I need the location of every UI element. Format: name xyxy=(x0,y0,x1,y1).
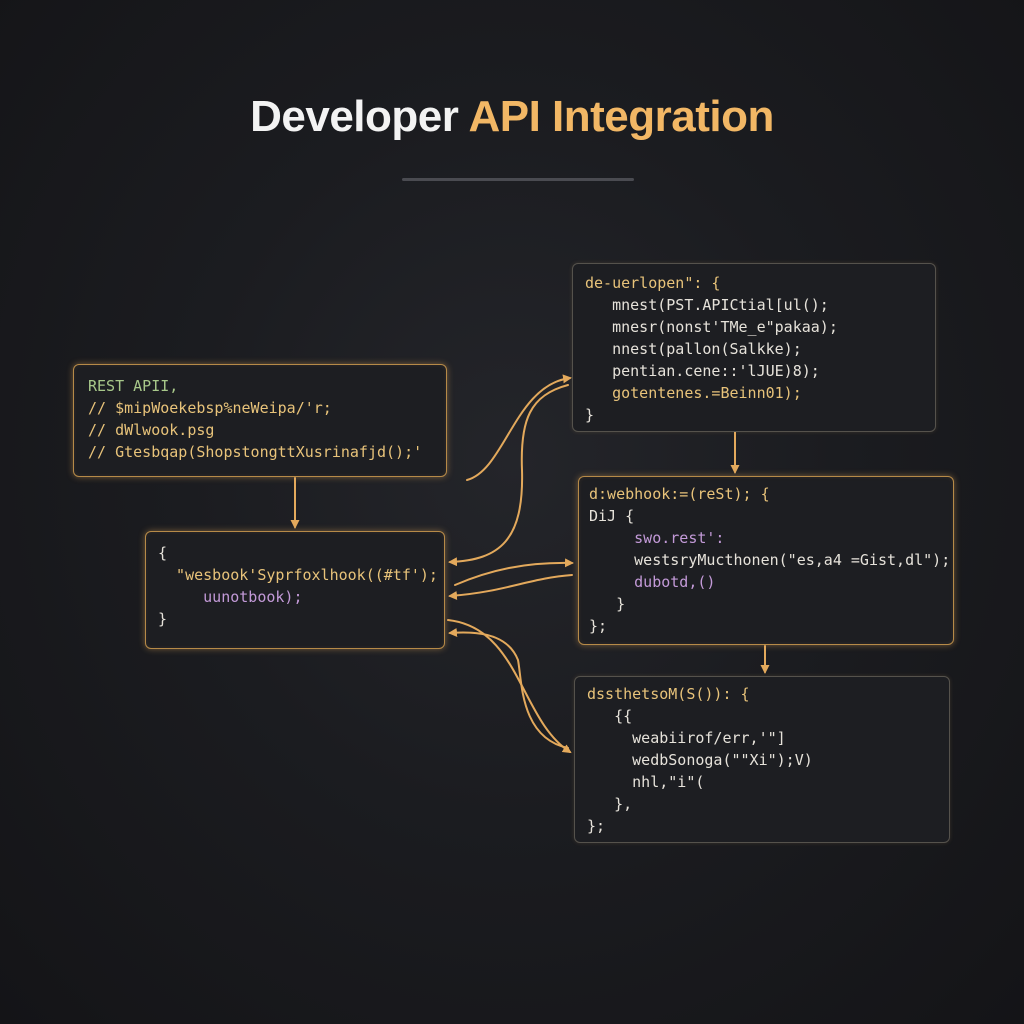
arrow-webhook-to-handler xyxy=(454,558,574,586)
code-line: mnesr(nonst'TMe_e"pakaa); xyxy=(585,318,838,336)
code-line: gotentenes.=Beinn01); xyxy=(585,384,802,402)
code-line: REST APII, xyxy=(88,377,179,395)
title-divider xyxy=(402,178,634,181)
code-line: de-uerlopen": { xyxy=(585,274,721,292)
code-box-developer: de-uerlopen": { mnest(PST.APICtial[ul();… xyxy=(572,263,936,432)
arrow-webhook-to-result xyxy=(447,619,572,754)
code-line: }, xyxy=(587,795,633,813)
code-line: // Gtesbqap(ShopstongttXusrinafjd();' xyxy=(88,443,423,461)
code-line: } xyxy=(589,595,626,613)
code-line: DiJ { xyxy=(589,507,635,525)
code-line: westsryMucthonen("es,a4 =Gist,dl"); xyxy=(589,551,951,569)
code-line: swo.rest': xyxy=(589,529,725,547)
code-line: nnest(pallon(Salkke); xyxy=(585,340,802,358)
code-line: wedbSonoga(""Xi");V) xyxy=(587,751,813,769)
code-line: // dWlwook.psg xyxy=(88,421,215,439)
arrow-rest-to-dev xyxy=(466,374,572,481)
code-line: uunotbook); xyxy=(158,588,303,606)
code-line: mnest(PST.APICtial[ul(); xyxy=(585,296,829,314)
code-line: dssthetsoM(S()): { xyxy=(587,685,750,703)
code-box-rest-api: REST APII, // $mipWoekebsp%neWeipa/'r; /… xyxy=(73,364,447,477)
code-line: nhl,"i"( xyxy=(587,773,705,791)
arrow-result-to-webhook xyxy=(448,627,569,749)
code-line: }; xyxy=(587,817,606,835)
arrow-handler-to-webhook xyxy=(448,574,573,600)
arrow-dev-to-webhook xyxy=(448,384,569,567)
code-line: }; xyxy=(589,617,608,635)
code-line: d:webhook:=(reSt); { xyxy=(589,485,770,503)
page-title: Developer API Integration xyxy=(0,92,1024,142)
code-line: pentian.cene::'lJUE)8); xyxy=(585,362,820,380)
code-box-webhook-handler: d:webhook:=(reSt); { DiJ { swo.rest': we… xyxy=(578,476,954,645)
title-part-accent: API Integration xyxy=(468,92,774,141)
code-line: // $mipWoekebsp%neWeipa/'r; xyxy=(88,399,332,417)
code-box-webhook: { "wesbook'Syprfoxlhook((#tf'); uunotboo… xyxy=(145,531,445,649)
code-line: dubotd,() xyxy=(589,573,716,591)
code-line: "wesbook'Syprfoxlhook((#tf'); xyxy=(158,566,438,584)
code-line: } xyxy=(158,610,168,628)
code-box-result: dssthetsoM(S()): { {{ weabiirof/err,'"] … xyxy=(574,676,950,843)
code-line: { xyxy=(158,544,168,562)
code-line: weabiirof/err,'"] xyxy=(587,729,786,747)
code-line: {{ xyxy=(587,707,633,725)
code-line: } xyxy=(585,406,595,424)
title-part-primary: Developer xyxy=(250,92,469,141)
